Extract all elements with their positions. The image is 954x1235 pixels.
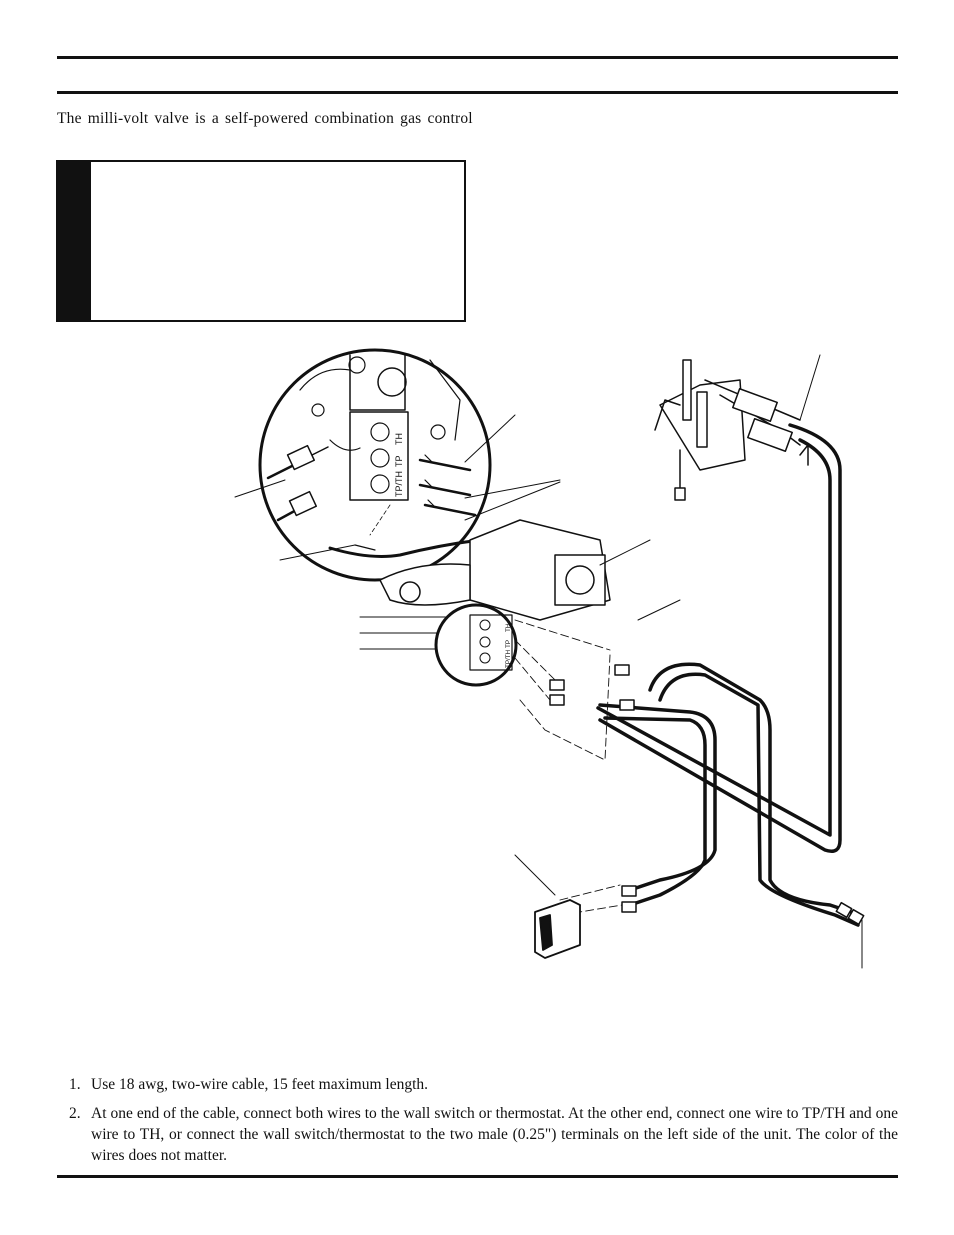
header-rule-bottom: [57, 91, 898, 94]
terminal-label-tp-th: TP/TH: [394, 471, 404, 497]
header-rule-top: [57, 56, 898, 59]
small-terminal-label-th: TH: [505, 623, 512, 632]
terminal-label-tp: TP: [394, 455, 404, 467]
small-terminal-label-tp: TP: [505, 640, 512, 648]
intro-paragraph: The milli-volt valve is a self-powered c…: [57, 110, 473, 127]
note-text: Use 18 awg, two-wire cable, 15 feet maxi…: [91, 1076, 429, 1093]
note-item-2: 2. At one end of the cable, connect both…: [57, 1103, 898, 1166]
valve-terminal-circle: TH TP TP/TH: [434, 603, 518, 687]
dashed-guides: [514, 619, 623, 916]
cable-runs: [596, 423, 862, 927]
note-text: At one end of the cable, connect both wi…: [91, 1105, 898, 1164]
notice-box: [56, 160, 466, 322]
pilot-assembly: [654, 354, 821, 501]
wiring-diagram: TH TP TP/TH: [234, 348, 865, 969]
gas-valve-body: [379, 519, 651, 621]
terminal-label-th: TH: [394, 433, 404, 445]
wall-switch: [514, 854, 581, 959]
notice-box-bar: [58, 162, 91, 320]
footer-rule: [57, 1175, 898, 1178]
magnified-terminal-detail: TH TP TP/TH: [258, 348, 492, 582]
note-number: 1.: [69, 1076, 81, 1093]
small-terminal-label-tp-th: TP/TH: [505, 649, 512, 668]
note-number: 2.: [69, 1105, 81, 1122]
note-item-1: 1. Use 18 awg, two-wire cable, 15 feet m…: [57, 1074, 898, 1095]
installation-notes: 1. Use 18 awg, two-wire cable, 15 feet m…: [57, 1074, 898, 1174]
wire-connectors: [549, 599, 865, 926]
